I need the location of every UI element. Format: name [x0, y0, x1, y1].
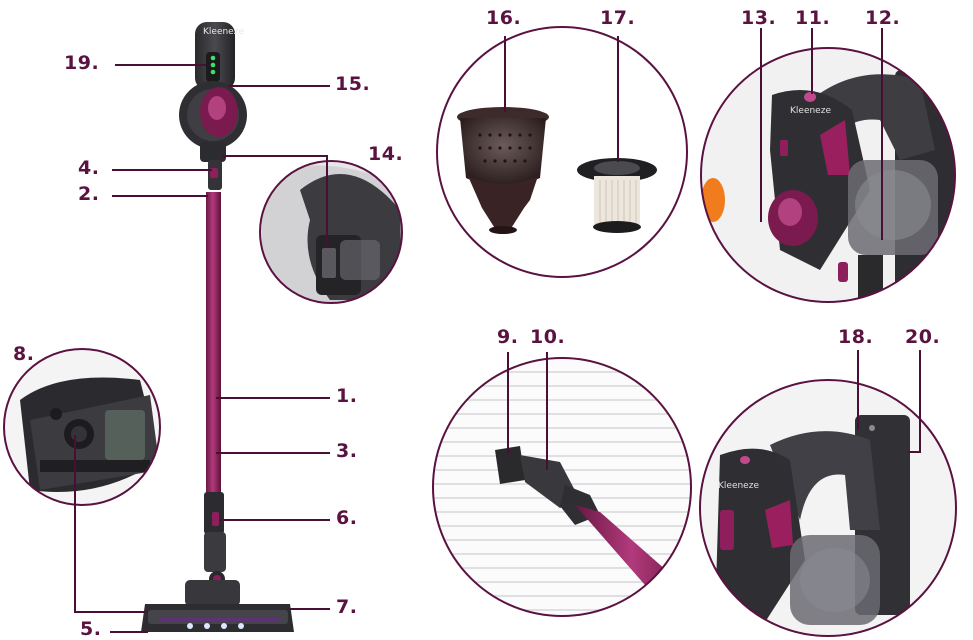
label-8: 8.: [13, 343, 35, 365]
label-10: 10.: [530, 326, 566, 348]
detail-18-20: Kleeneze: [699, 379, 957, 637]
leader-lines: [74, 28, 921, 633]
vacuum-main: [141, 22, 294, 632]
label-12: 12.: [865, 7, 901, 29]
label-2: 2.: [78, 183, 100, 205]
brand-logo-bottom: Kleeneze: [718, 481, 759, 491]
label-1: 1.: [336, 385, 358, 407]
label-18: 18.: [838, 326, 874, 348]
label-17: 17.: [600, 7, 636, 29]
label-6: 6.: [336, 507, 358, 529]
label-19: 19.: [64, 52, 100, 74]
label-3: 3.: [336, 440, 358, 462]
detail-9-10: [432, 357, 692, 617]
brand-logo-top: Kleeneze: [790, 106, 831, 116]
label-13: 13.: [741, 7, 777, 29]
label-16: 16.: [486, 7, 522, 29]
detail-14: [259, 160, 403, 304]
brand-logo-main: Kleeneze: [203, 27, 244, 37]
label-14: 14.: [368, 143, 404, 165]
detail-16-17: [436, 26, 688, 278]
label-5: 5.: [80, 618, 102, 640]
detail-11-12-13: Kleeneze: [700, 47, 956, 303]
label-15: 15.: [335, 73, 371, 95]
detail-8: [3, 348, 161, 506]
label-20: 20.: [905, 326, 941, 348]
label-9: 9.: [497, 326, 519, 348]
label-4: 4.: [78, 157, 100, 179]
label-7: 7.: [336, 596, 358, 618]
label-11: 11.: [795, 7, 831, 29]
